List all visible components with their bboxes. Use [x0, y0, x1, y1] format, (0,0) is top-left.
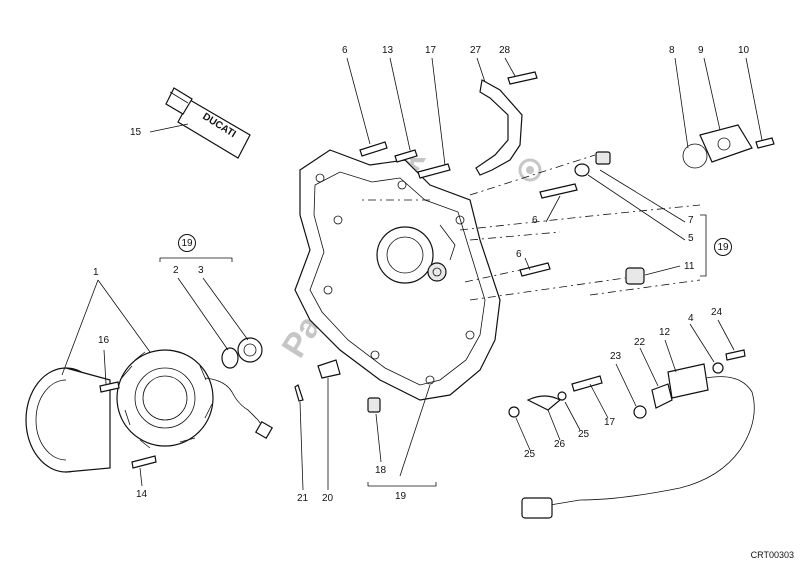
- bearings: [221, 337, 263, 369]
- callout-15: 15: [130, 127, 142, 138]
- callout-23: 23: [610, 351, 622, 362]
- callout-20: 20: [322, 493, 334, 504]
- leader-lines: [61, 57, 763, 491]
- callout-2: 2: [173, 265, 179, 276]
- callout-17: 17: [425, 45, 437, 56]
- callout-4: 4: [688, 313, 694, 324]
- callout-27: 27: [470, 45, 482, 56]
- callout-6-low: 6: [516, 249, 522, 260]
- callout-24: 24: [711, 307, 723, 318]
- callout-11: 11: [684, 261, 695, 272]
- stator-wire: [204, 377, 265, 429]
- callout-28: 28: [499, 45, 511, 56]
- bolts-top: [359, 71, 775, 277]
- kit-19-circle-right: 19: [714, 238, 732, 256]
- callout-18: 18: [375, 465, 387, 476]
- plugs-right: [574, 124, 753, 285]
- kit-brackets: [159, 214, 707, 487]
- callout-10: 10: [738, 45, 750, 56]
- callout-21: 21: [297, 493, 309, 504]
- callout-16: 16: [98, 335, 110, 346]
- callout-25-left: 25: [524, 449, 536, 460]
- callout-6-mid: 6: [532, 215, 538, 226]
- generator-cover: [294, 149, 501, 401]
- bolts-bottom-left: [99, 359, 381, 469]
- sensor-assembly: [521, 349, 755, 519]
- callout-3: 3: [198, 265, 204, 276]
- callout-9: 9: [698, 45, 704, 56]
- callout-14: 14: [136, 489, 148, 500]
- stator: [25, 349, 214, 473]
- callout-8: 8: [669, 45, 675, 56]
- callout-12: 12: [659, 327, 671, 338]
- callout-17-low: 17: [604, 417, 616, 428]
- callout-19-bottom: 19: [395, 491, 407, 502]
- drawing-code: CRT00303: [750, 550, 794, 560]
- callout-1: 1: [93, 267, 99, 278]
- callout-5: 5: [688, 233, 694, 244]
- clip-parts: [508, 375, 603, 418]
- assembly-lines: [360, 154, 701, 301]
- bracket: [475, 79, 523, 176]
- kit-19-circle-top: 19: [178, 234, 196, 252]
- callout-26: 26: [554, 439, 566, 450]
- callout-6: 6: [342, 45, 348, 56]
- callout-13: 13: [382, 45, 394, 56]
- callout-25-right: 25: [578, 429, 590, 440]
- callout-7: 7: [688, 215, 694, 226]
- sealant-tube: DUCATI: [165, 87, 251, 159]
- callout-22: 22: [634, 337, 646, 348]
